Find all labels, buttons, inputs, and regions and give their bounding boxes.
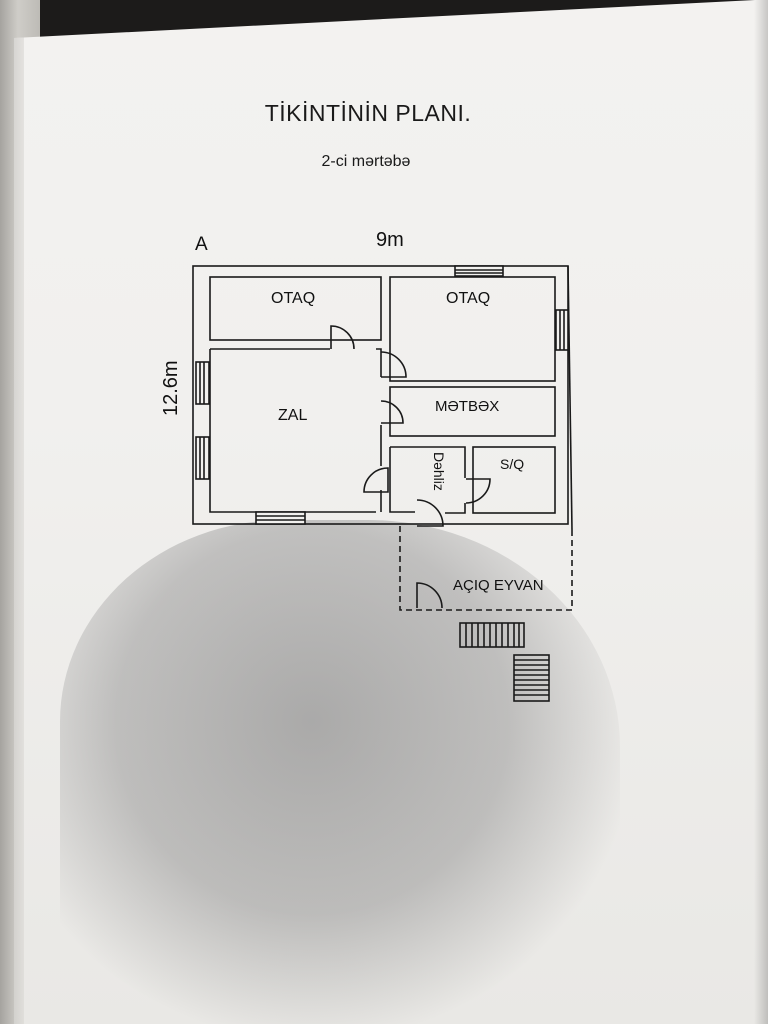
wall-dehliz-b	[445, 503, 466, 514]
room-label-dehliz: Dəhliz	[431, 452, 447, 491]
outer-wall	[192, 265, 569, 525]
wall-zal	[209, 349, 376, 513]
room-label-sq: S/Q	[500, 456, 524, 472]
corner-label: A	[195, 234, 208, 255]
wall-otaq-right	[389, 276, 556, 382]
stairs-1-steps	[465, 623, 520, 647]
height-label: 12.6m	[160, 360, 182, 416]
wall-dehliz	[390, 446, 466, 478]
window-left-2	[195, 436, 210, 480]
stairs-1	[459, 622, 525, 648]
balcony-outline	[399, 526, 573, 611]
room-label-eyvan: AÇIQ EYVAN	[453, 577, 544, 594]
stairs-2	[513, 654, 550, 702]
wall-metbex	[389, 386, 556, 437]
page-edge	[14, 0, 24, 1024]
door-balcony	[416, 582, 443, 609]
floor-subtitle: 2-ci mərtəbə	[321, 153, 411, 170]
door-eyvan	[416, 499, 444, 527]
page-title: TİKİNTİNİN PLANI.	[264, 100, 472, 126]
window-top	[454, 265, 504, 277]
page-gutter	[754, 0, 768, 1024]
room-label-otaq-right: OTAQ	[446, 290, 490, 307]
wall-dehliz-left	[389, 447, 415, 513]
wall-sq	[472, 446, 556, 514]
stairs-2-steps	[514, 659, 549, 696]
wall-otaq-left	[209, 276, 382, 341]
room-label-otaq-left: OTAQ	[271, 290, 315, 307]
door-metbex	[380, 400, 404, 424]
room-label-zal: ZAL	[278, 407, 307, 424]
door-sq	[465, 478, 491, 504]
wall-zal-top-b	[376, 348, 382, 377]
door-zal-right	[380, 351, 407, 378]
room-label-metbex: MƏTBƏX	[435, 398, 499, 415]
door-otaq	[330, 325, 355, 350]
window-left-1	[195, 361, 210, 405]
door-dehliz-zal	[363, 467, 389, 493]
width-label: 9m	[376, 229, 404, 251]
window-bottom	[255, 511, 306, 525]
window-right	[555, 309, 569, 351]
